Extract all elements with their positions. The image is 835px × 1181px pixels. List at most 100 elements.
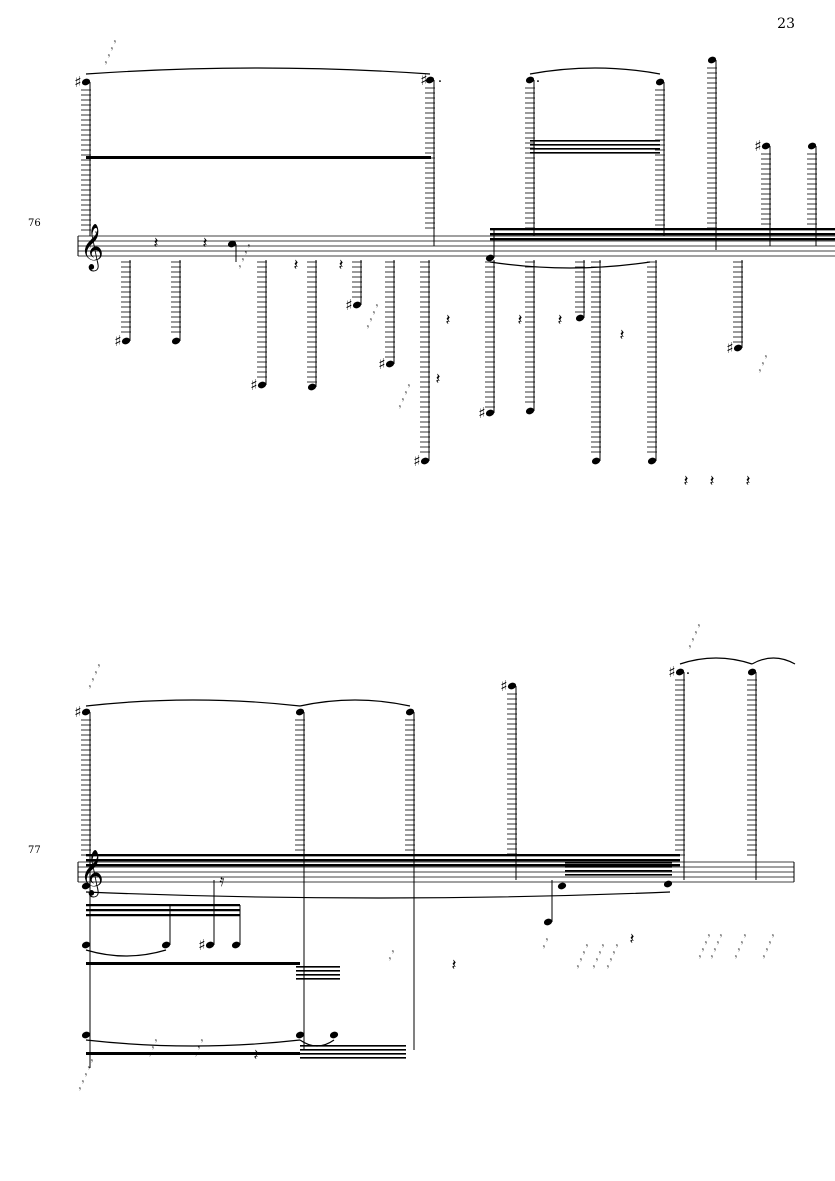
dot-76b: . [438,70,442,86]
eighth-rests-77d-2: 𝄾 [735,953,738,963]
notehead-76e [707,56,717,64]
grace-rest-77: 𝄾 [92,676,95,686]
notehead-76d [655,78,665,86]
eighth-rests-77c-1: 𝄾 [593,963,596,973]
sharp-76-low-12: ♯ [726,339,733,357]
eighth-rests-77e: 𝄾 [152,1044,155,1054]
beam-77-top [86,859,680,862]
eighth-rests-77e: 𝄾 [155,1037,158,1047]
eighth-rests-77c-1: 𝄾 [599,949,602,959]
grace-rest-76: 𝄾 [114,38,117,48]
eighth-rests-77d-0: 𝄾 [702,946,705,956]
grace-rest-77b: 𝄾 [698,622,701,632]
notehead-77-b1 [81,1031,91,1039]
beam-77-low [86,962,300,965]
eighth-rests-77c-2: 𝄾 [607,963,610,973]
sharp-76-low-5: ♯ [378,355,385,373]
eighth-rests-77d-3: 𝄾 [766,946,769,956]
notehead-76-low-8 [525,407,535,415]
quarter-rest-77-0: 𝄽 [452,955,457,974]
eighth-rests-76d: 𝄾 [402,396,405,406]
beam-76-c [530,140,660,142]
notehead-76-low-7 [485,409,495,417]
eighth-rests-76c: 𝄾 [370,316,373,326]
eighth-rests-77d-1: 𝄾 [711,953,714,963]
notehead-77c [405,708,415,716]
quarter-rest-76-11: 𝄽 [746,471,751,490]
eighth-rests-77d-0: 𝄾 [705,939,708,949]
eighth-rests-76a: 𝄾 [95,229,98,239]
eighth-rests-77d-1: 𝄾 [720,932,723,942]
tie-77-f [751,657,796,665]
beam-76-c [530,144,660,146]
sharp-76-low-2: ♯ [250,376,257,394]
beam-77-bottom [300,1057,406,1059]
notehead-77e [675,668,685,676]
tie-77-f-long [85,891,671,899]
eighth-rests-77b: 𝄾 [543,943,546,953]
eighth-rests-77g: 𝄾 [82,1078,85,1088]
quarter-rest-76-7: 𝄽 [620,325,625,344]
tie-77-upper-1 [85,699,301,707]
quarter-rest-76-0: 𝄽 [154,233,159,252]
beam-77-right [565,862,672,864]
notehead-76-low-5 [385,360,395,368]
sharp-77e: ♯ [668,663,675,681]
treble-clef-77: 𝄞 [80,850,104,898]
sharp-76b: ♯ [420,71,427,89]
eighth-rests-77d-0: 𝄾 [699,953,702,963]
beam-77-right [565,874,672,876]
beam-76-right [490,228,835,231]
grace-rest-77b: 𝄾 [695,629,698,639]
quarter-rest-76-10: 𝄽 [710,471,715,490]
grace-rest-76: 𝄾 [105,59,108,69]
tie-77-l [85,949,167,957]
eighth-rests-77c-0: 𝄾 [580,956,583,966]
beam-76-upper [86,156,431,159]
notehead-77d [507,682,517,690]
eighth-rests-77e: 𝄾 [149,1051,152,1061]
sharp-76-low-0: ♯ [114,332,121,350]
eighth-rests-77d-1: 𝄾 [717,939,720,949]
beam-77-bottom [300,1049,406,1051]
notehead-76b [425,76,435,84]
quarter-rest-76-5: 𝄽 [518,310,523,329]
eighth-rests-77d-2: 𝄾 [744,932,747,942]
notehead-77-l2 [161,941,171,949]
eighth-rests-76c: 𝄾 [367,323,370,333]
tie-77-e [679,657,753,665]
flag-77-l3: 𝄿 [220,871,225,890]
eighth-rests-77c-2: 𝄾 [610,956,613,966]
notehead-77-l4 [231,941,241,949]
eighth-rests-76d: 𝄾 [405,389,408,399]
quarter-rest-76-4: 𝄽 [446,310,451,329]
eighth-rests-77c-2: 𝄾 [613,949,616,959]
notehead-77-h [663,880,673,888]
beam-76-c [530,148,660,150]
eighth-rests-77d-2: 𝄾 [738,946,741,956]
beam-77-mid [86,904,240,907]
eighth-rests-76b: 𝄾 [248,242,251,252]
notehead-77-b2 [295,1031,305,1039]
grace-rest-77: 𝄾 [95,669,98,679]
eighth-rests-77c-0: 𝄾 [586,942,589,952]
tie-76-lower [489,261,651,269]
measure-number-76: 76 [28,218,41,229]
beam-77-small [296,974,340,976]
beam-77-mid [86,909,240,912]
beam-77-right [565,866,672,868]
eighth-rests-76e: 𝄾 [762,360,765,370]
notehead-77-l3 [205,941,215,949]
eighth-rests-77f: 𝄾 [201,1037,204,1047]
tie-76-upper [85,67,431,75]
eighth-rests-76e: 𝄾 [759,367,762,377]
beam-76-right [490,233,835,236]
eighth-rests-77c-0: 𝄾 [577,963,580,973]
notehead-76-c5 [227,240,237,248]
notehead-76c [525,76,535,84]
eighth-rests-77c-0: 𝄾 [583,949,586,959]
eighth-rests-76e: 𝄾 [765,353,768,363]
notehead-76-low-0 [121,337,131,345]
sharp-77a: ♯ [74,703,81,721]
